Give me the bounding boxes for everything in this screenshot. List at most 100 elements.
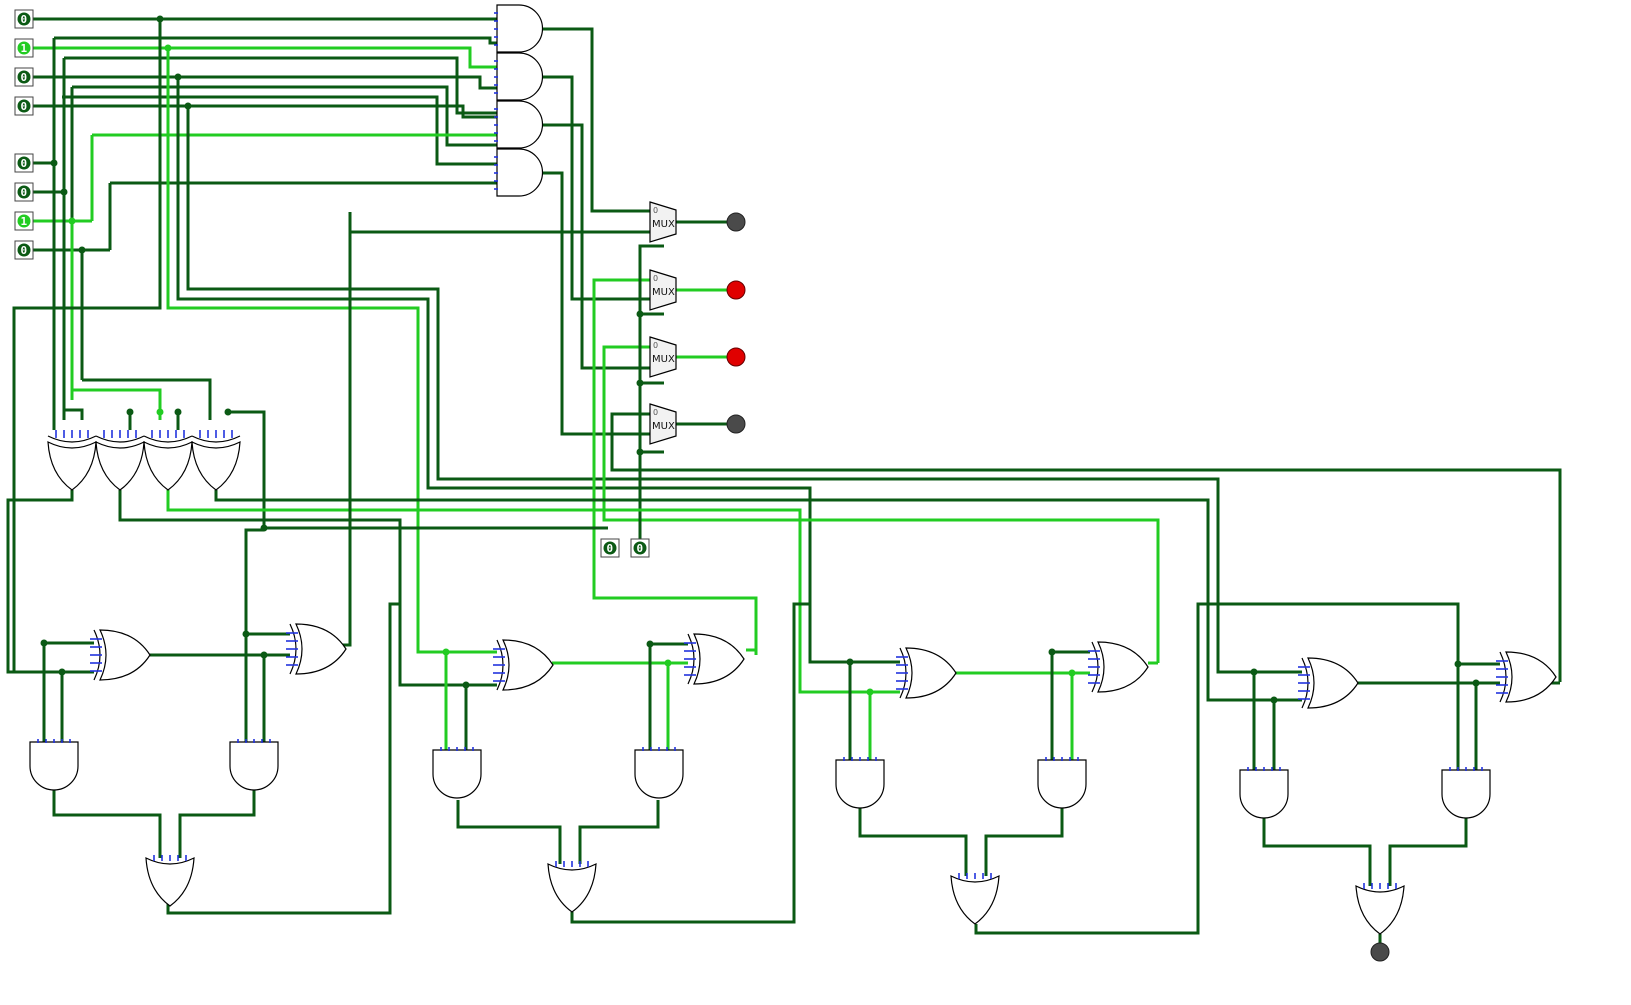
input-pin-value: 0 — [21, 100, 28, 113]
wire — [348, 212, 650, 234]
mux-select-label: 0 — [653, 341, 658, 350]
wire — [543, 171, 650, 436]
wire-junction — [126, 408, 134, 416]
wire-junction — [58, 668, 66, 676]
and-gate-icon — [634, 749, 684, 799]
wires — [6, 17, 1562, 952]
wire — [62, 95, 497, 166]
wire — [1262, 818, 1372, 886]
wire-junction — [636, 310, 644, 318]
and-gate-icon — [496, 52, 544, 101]
wire-junction — [156, 15, 164, 23]
input-pin-value: 0 — [637, 542, 644, 555]
input-pin-icon — [17, 243, 31, 257]
xor-gate-icon — [502, 639, 554, 691]
wire — [543, 123, 650, 370]
mux-select-label: 0 — [653, 408, 658, 417]
wire — [602, 345, 1160, 663]
mux-icon — [649, 403, 677, 445]
input-pin-icon — [17, 185, 31, 199]
xor-gate-icon — [1097, 641, 1149, 693]
wire — [118, 490, 497, 687]
wire — [54, 36, 497, 45]
wire — [1388, 818, 1468, 886]
led-icon — [726, 212, 746, 232]
wire — [166, 602, 402, 915]
led-icon — [1370, 942, 1390, 962]
wire — [6, 490, 94, 674]
xor-gate-icon — [99, 629, 151, 681]
wire-junction — [1270, 696, 1278, 704]
wire — [578, 800, 660, 864]
input-pin-value: 0 — [21, 71, 28, 84]
wire — [82, 378, 212, 420]
led-icon — [726, 414, 746, 434]
or-gate-icon — [1355, 884, 1405, 935]
wire-junction — [636, 379, 644, 387]
wire-junction — [50, 159, 58, 167]
wire-junction — [866, 688, 874, 696]
wire — [543, 27, 650, 213]
wire-junction — [40, 639, 48, 647]
mux-select-label: 0 — [653, 274, 658, 283]
xor-gate-curve — [191, 435, 241, 443]
and-gate-icon — [1239, 769, 1289, 819]
wire — [610, 412, 1562, 682]
input-pin-value: 1 — [21, 215, 28, 228]
input-pin-icon — [17, 70, 31, 84]
wire — [592, 278, 758, 655]
wire-junction — [242, 630, 250, 638]
wire — [178, 790, 256, 858]
wire-junction — [636, 448, 644, 456]
wire — [30, 75, 497, 90]
wire — [72, 388, 162, 420]
mux-icon — [649, 269, 677, 311]
wire-junction — [260, 524, 268, 532]
xor-gate-curve — [143, 435, 193, 443]
xor-gate-icon — [1505, 651, 1557, 703]
wire — [543, 75, 650, 301]
wire — [30, 46, 497, 69]
wire-junction — [224, 408, 232, 416]
junctions — [40, 15, 1480, 704]
wire-junction — [60, 188, 68, 196]
wire — [52, 790, 162, 858]
wire — [244, 528, 264, 634]
wire — [570, 602, 812, 924]
wire-junction — [174, 73, 182, 81]
wire-junction — [68, 217, 76, 225]
input-pin-icon — [17, 156, 31, 170]
wire-junction — [646, 640, 654, 648]
led-icon — [726, 280, 746, 300]
wire-junction — [1048, 648, 1056, 656]
xor-gate-curve — [47, 435, 97, 443]
wire-junction — [156, 408, 164, 416]
and-gate-icon — [1037, 759, 1087, 809]
wire — [638, 244, 664, 548]
wire-junction — [1250, 668, 1258, 676]
wire-junction — [462, 681, 470, 689]
wire — [456, 800, 562, 864]
or-gate-icon — [950, 874, 1000, 925]
and-gate-icon — [29, 741, 79, 791]
input-pin-value: 0 — [607, 542, 614, 555]
xor-gate-icon — [1307, 657, 1359, 709]
mux-icon — [649, 336, 677, 378]
input-pin-value: 0 — [21, 13, 28, 26]
led-icon — [726, 347, 746, 367]
xor-gate-icon — [693, 633, 745, 685]
xor-gate-icon — [47, 440, 97, 491]
wire — [64, 56, 497, 115]
wire — [214, 490, 1302, 702]
wire-junction — [260, 651, 268, 659]
input-pin-icon — [17, 41, 31, 55]
and-gate-icon — [496, 100, 544, 149]
wire-junction — [78, 246, 86, 254]
wire — [64, 408, 84, 420]
and-gate-icon — [835, 759, 885, 809]
and-gate-icon — [496, 148, 544, 197]
input-pin-icon — [17, 99, 31, 113]
wire-junction — [1472, 679, 1480, 687]
